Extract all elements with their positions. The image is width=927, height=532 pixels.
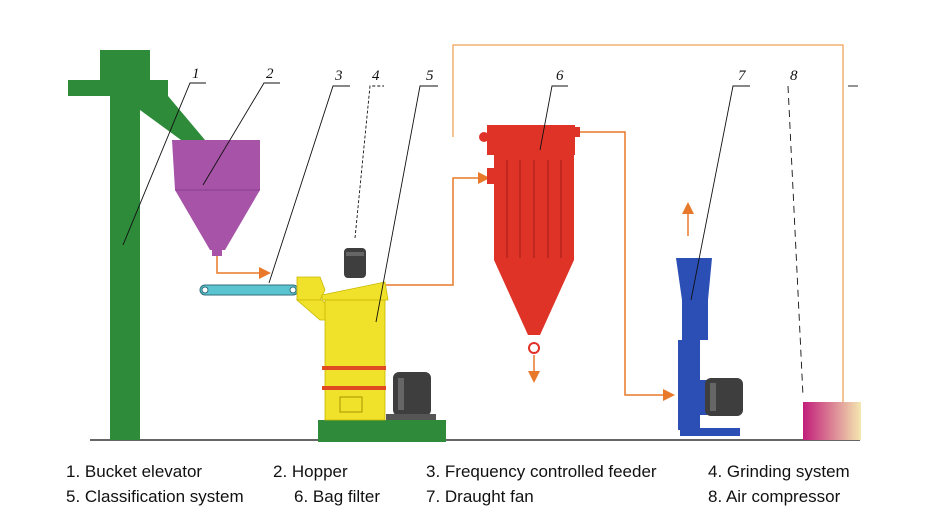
grinding-system <box>295 276 389 421</box>
callout-leaders <box>122 82 858 397</box>
callout-3: 3 <box>334 68 343 84</box>
bag-filter <box>479 125 580 354</box>
legend-item-8: 8. Air compressor <box>708 487 841 506</box>
legend-item-7: 7. Draught fan <box>426 487 534 506</box>
mill-base <box>318 420 446 442</box>
draught-fan <box>676 258 743 436</box>
mill-drive-motor <box>386 372 436 420</box>
legend-item-4: 4. Grinding system <box>708 462 850 481</box>
callout-1: 1 <box>192 66 200 82</box>
callout-2: 2 <box>266 66 274 82</box>
legend-item-1: 1. Bucket elevator <box>66 462 203 481</box>
mill-to-filter-flow <box>386 172 490 286</box>
callout-5: 5 <box>426 68 434 84</box>
mill-motor-top <box>344 248 366 278</box>
callout-7: 7 <box>738 68 747 84</box>
bucket-elevator <box>68 50 205 440</box>
hopper-to-feeder-flow <box>216 256 271 279</box>
frequency-controlled-feeder <box>199 284 299 296</box>
callout-numbers: 1 2 3 4 5 6 7 8 <box>192 66 798 84</box>
filter-to-fan-flow <box>580 131 675 401</box>
callout-4: 4 <box>372 68 380 84</box>
callout-8: 8 <box>790 68 798 84</box>
legend-item-5: 5. Classification system <box>66 487 244 506</box>
legend-item-3: 3. Frequency controlled feeder <box>426 462 657 481</box>
air-return-pipe <box>452 44 844 402</box>
air-compressor <box>803 402 861 440</box>
legend-item-6: 6. Bag filter <box>294 487 380 506</box>
hopper <box>172 140 260 256</box>
callout-6: 6 <box>556 68 564 84</box>
legend-item-2: 2. Hopper <box>273 462 348 481</box>
